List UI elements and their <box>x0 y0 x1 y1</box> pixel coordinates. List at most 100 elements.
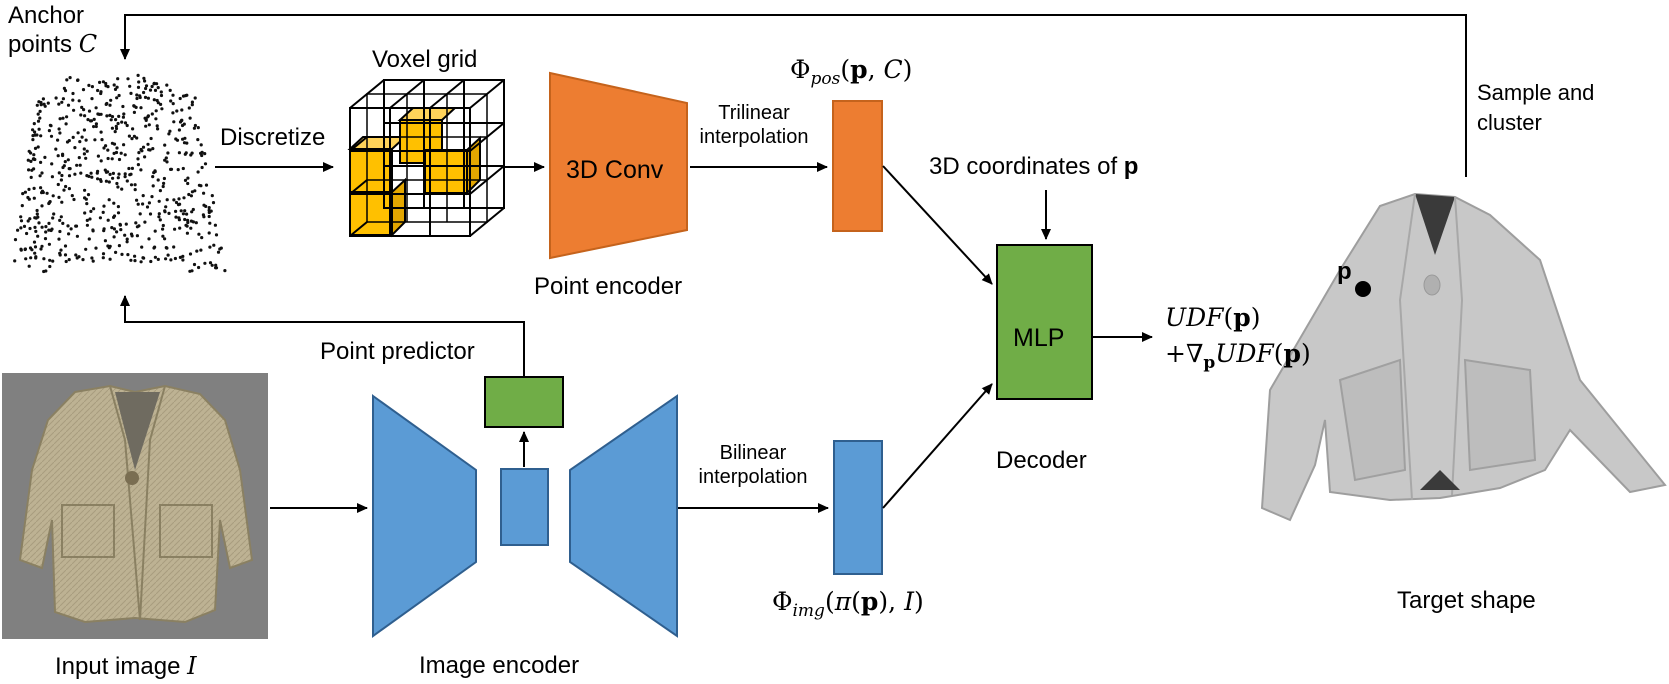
anchor-point <box>26 219 30 223</box>
anchor-point <box>35 208 39 213</box>
anchor-point <box>148 148 152 152</box>
anchor-point <box>161 234 165 238</box>
anchor-point <box>143 95 148 99</box>
anchor-point <box>44 230 48 234</box>
anchor-point <box>30 248 34 252</box>
anchor-point <box>58 218 62 222</box>
anchor-point <box>19 215 23 219</box>
anchor-point <box>64 184 68 189</box>
anchor-point <box>66 224 70 228</box>
anchor-point <box>40 225 44 229</box>
anchor-point <box>207 214 211 219</box>
anchor-point <box>22 224 27 228</box>
anchor-point <box>132 104 136 108</box>
anchor-point <box>34 229 38 233</box>
anchor-point <box>27 187 31 191</box>
anchor-point <box>208 221 212 225</box>
img-subscript: img <box>792 601 825 621</box>
anchor-point <box>153 255 157 259</box>
anchor-point <box>127 166 131 171</box>
anchor-point <box>118 223 122 227</box>
anchor-point <box>79 113 83 117</box>
image-encoder-label: Image encoder <box>419 652 580 679</box>
anchor-point <box>137 224 141 228</box>
anchor-point <box>37 100 41 104</box>
anchor-point <box>90 97 94 101</box>
anchor-point <box>128 84 132 88</box>
anchor-point <box>188 252 193 256</box>
anchor-point-cloud <box>13 73 227 274</box>
anchor-point <box>182 196 186 200</box>
anchor-point <box>128 173 132 177</box>
anchor-point <box>150 84 154 89</box>
anchor-point <box>176 203 181 207</box>
anchor-point <box>67 174 72 178</box>
anchor-point <box>117 172 121 176</box>
anchor-point <box>186 176 190 180</box>
anchor-point <box>115 146 119 150</box>
anchor-point <box>94 124 98 129</box>
anchor-point <box>63 160 67 164</box>
anchor-point <box>47 242 52 246</box>
anchor-point <box>125 240 129 244</box>
anchor-point <box>42 269 46 274</box>
anchor-point <box>144 124 148 128</box>
target-point-label: p <box>1337 258 1352 285</box>
anchor-point <box>175 109 179 113</box>
anchor-point <box>32 157 36 161</box>
anchor-point <box>58 131 62 135</box>
voxel-grid-label: Voxel grid <box>372 46 478 73</box>
anchor-point <box>63 244 68 248</box>
bilinear-line1: Bilinear <box>719 442 787 464</box>
anchor-point <box>208 261 213 265</box>
anchor-point <box>139 168 143 172</box>
anchor-point <box>27 264 31 268</box>
grad-symbol: +∇ <box>1165 339 1204 368</box>
anchor-point <box>50 175 55 179</box>
anchor-point <box>183 217 187 222</box>
anchor-point <box>101 252 106 256</box>
anchor-point <box>104 102 108 106</box>
anchor-point <box>163 158 167 162</box>
anchor-point <box>96 154 100 158</box>
anchor-point <box>107 198 111 202</box>
anchor-point <box>90 256 94 260</box>
anchor-point <box>178 226 182 230</box>
anchor-point <box>126 77 130 81</box>
anchor-point <box>106 218 110 222</box>
anchor-point <box>57 195 61 199</box>
anchor-point <box>171 102 175 106</box>
anchor-point <box>214 266 218 270</box>
anchor-point <box>57 127 61 131</box>
anchor-point <box>111 171 115 175</box>
anchor-point <box>151 147 155 151</box>
anchor-point <box>59 248 63 252</box>
anchor-point <box>177 216 181 220</box>
anchor-point <box>49 134 54 138</box>
anchor-point <box>31 134 35 138</box>
anchor-point <box>96 169 100 173</box>
pos-feature-bar <box>832 100 883 232</box>
anchor-point <box>116 176 120 180</box>
anchor-point <box>120 120 124 124</box>
anchor-point <box>24 257 28 261</box>
anchor-point <box>102 204 106 208</box>
anchor-point <box>36 215 40 219</box>
anchor-point <box>59 178 64 182</box>
anchor-point <box>117 93 121 98</box>
anchor-point <box>127 134 131 138</box>
anchor-point <box>39 134 43 138</box>
image-encoder-right <box>569 394 678 638</box>
pi-symbol: π <box>834 587 852 616</box>
anchor-point <box>201 213 205 217</box>
anchor-point <box>98 216 102 220</box>
anchor-point <box>183 152 187 156</box>
point-predictor-label: Point predictor <box>320 338 475 365</box>
anchor-point <box>36 234 40 238</box>
anchor-point <box>86 118 90 122</box>
anchor-point <box>13 238 18 242</box>
anchor-point <box>81 258 85 262</box>
anchor-point <box>181 212 185 216</box>
anchor-point <box>207 206 211 210</box>
anchor-point <box>197 265 201 270</box>
